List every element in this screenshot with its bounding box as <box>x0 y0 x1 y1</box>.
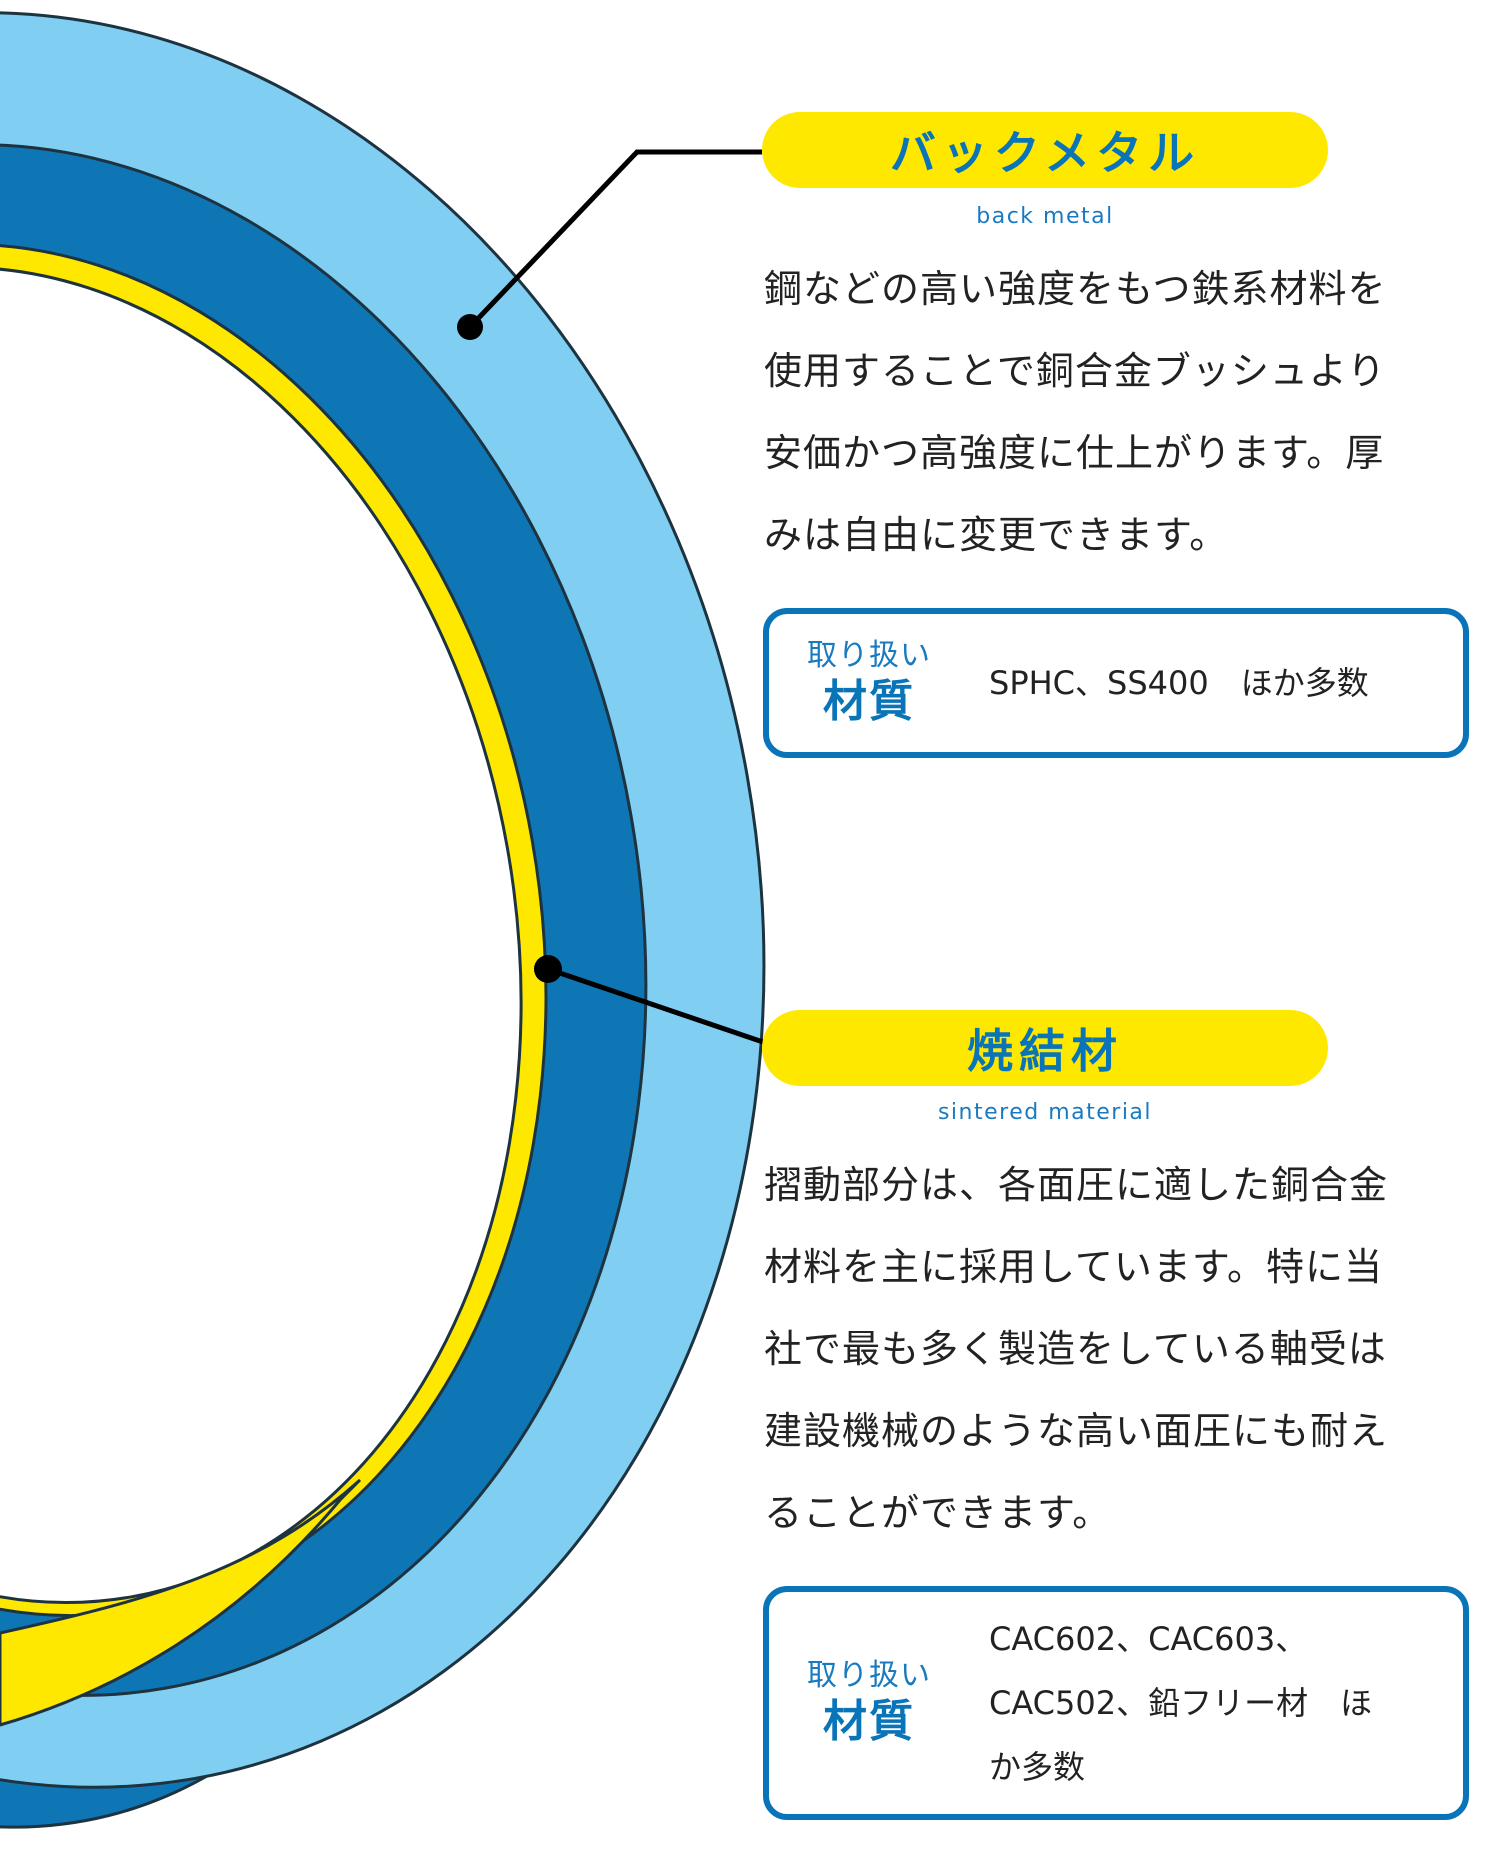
materials-value: SPHC、SS400 ほか多数 <box>969 651 1463 715</box>
description-line: 安価かつ高強度に仕上がります。厚 <box>764 431 1385 475</box>
description-sintered-material: 摺動部分は、各面圧に適した銅合金 材料を主に採用しています。特に当 社で最も多く… <box>764 1144 1474 1554</box>
description-line: 建設機械のような高い面圧にも耐え <box>764 1409 1389 1453</box>
description-line: ることができます。 <box>764 1491 1112 1535</box>
subtitle-back-metal: back metal <box>976 204 1114 229</box>
materials-value-line: か多数 <box>989 1748 1086 1786</box>
description-line: 社で最も多く製造をしている軸受は <box>764 1327 1387 1371</box>
materials-box-back-metal: 取り扱い 材質 SPHC、SS400 ほか多数 <box>763 608 1469 758</box>
title-pill-back-metal: バックメタル <box>762 112 1328 188</box>
materials-label-top: 取り扱い <box>807 638 931 673</box>
description-line: 鋼などの高い強度をもつ鉄系材料を <box>764 267 1387 311</box>
materials-label: 取り扱い 材質 <box>769 637 969 729</box>
pointer-dot-back-metal <box>457 314 483 340</box>
materials-value-line: CAC502、鉛フリー材 ほ <box>989 1684 1373 1722</box>
materials-label: 取り扱い 材質 <box>769 1657 969 1749</box>
title-pill-sintered-material: 焼結材 <box>762 1010 1328 1086</box>
bushing-front-face <box>0 11 766 1789</box>
title-sintered-material: 焼結材 <box>967 1024 1123 1078</box>
description-back-metal: 鋼などの高い強度をもつ鉄系材料を 使用することで銅合金ブッシュより 安価かつ高強… <box>764 248 1474 576</box>
description-line: 摺動部分は、各面圧に適した銅合金 <box>764 1163 1389 1207</box>
title-back-metal: バックメタル <box>889 126 1201 180</box>
materials-value-line: CAC602、CAC603、 <box>989 1620 1308 1658</box>
pointer-dot-sintered <box>534 955 562 983</box>
materials-box-sintered-material: 取り扱い 材質 CAC602、CAC603、 CAC502、鉛フリー材 ほ か多… <box>763 1586 1469 1820</box>
leader-sintered <box>547 966 764 1045</box>
description-line: みは自由に変更できます。 <box>764 513 1229 557</box>
leader-back-metal <box>468 149 762 329</box>
subtitle-sintered-material: sintered material <box>937 1100 1153 1125</box>
leader-lines <box>468 149 764 1045</box>
description-line: 材料を主に採用しています。特に当 <box>764 1245 1384 1289</box>
materials-label-top: 取り扱い <box>807 1658 931 1693</box>
materials-value: CAC602、CAC603、 CAC502、鉛フリー材 ほ か多数 <box>969 1607 1463 1799</box>
description-line: 使用することで銅合金ブッシュより <box>764 349 1387 393</box>
bore <box>0 266 523 1604</box>
materials-label-main: 材質 <box>823 1696 915 1747</box>
bore-inner-surface <box>0 1478 362 1727</box>
materials-value-line: SPHC、SS400 ほか多数 <box>989 664 1369 702</box>
materials-label-main: 材質 <box>823 676 915 727</box>
